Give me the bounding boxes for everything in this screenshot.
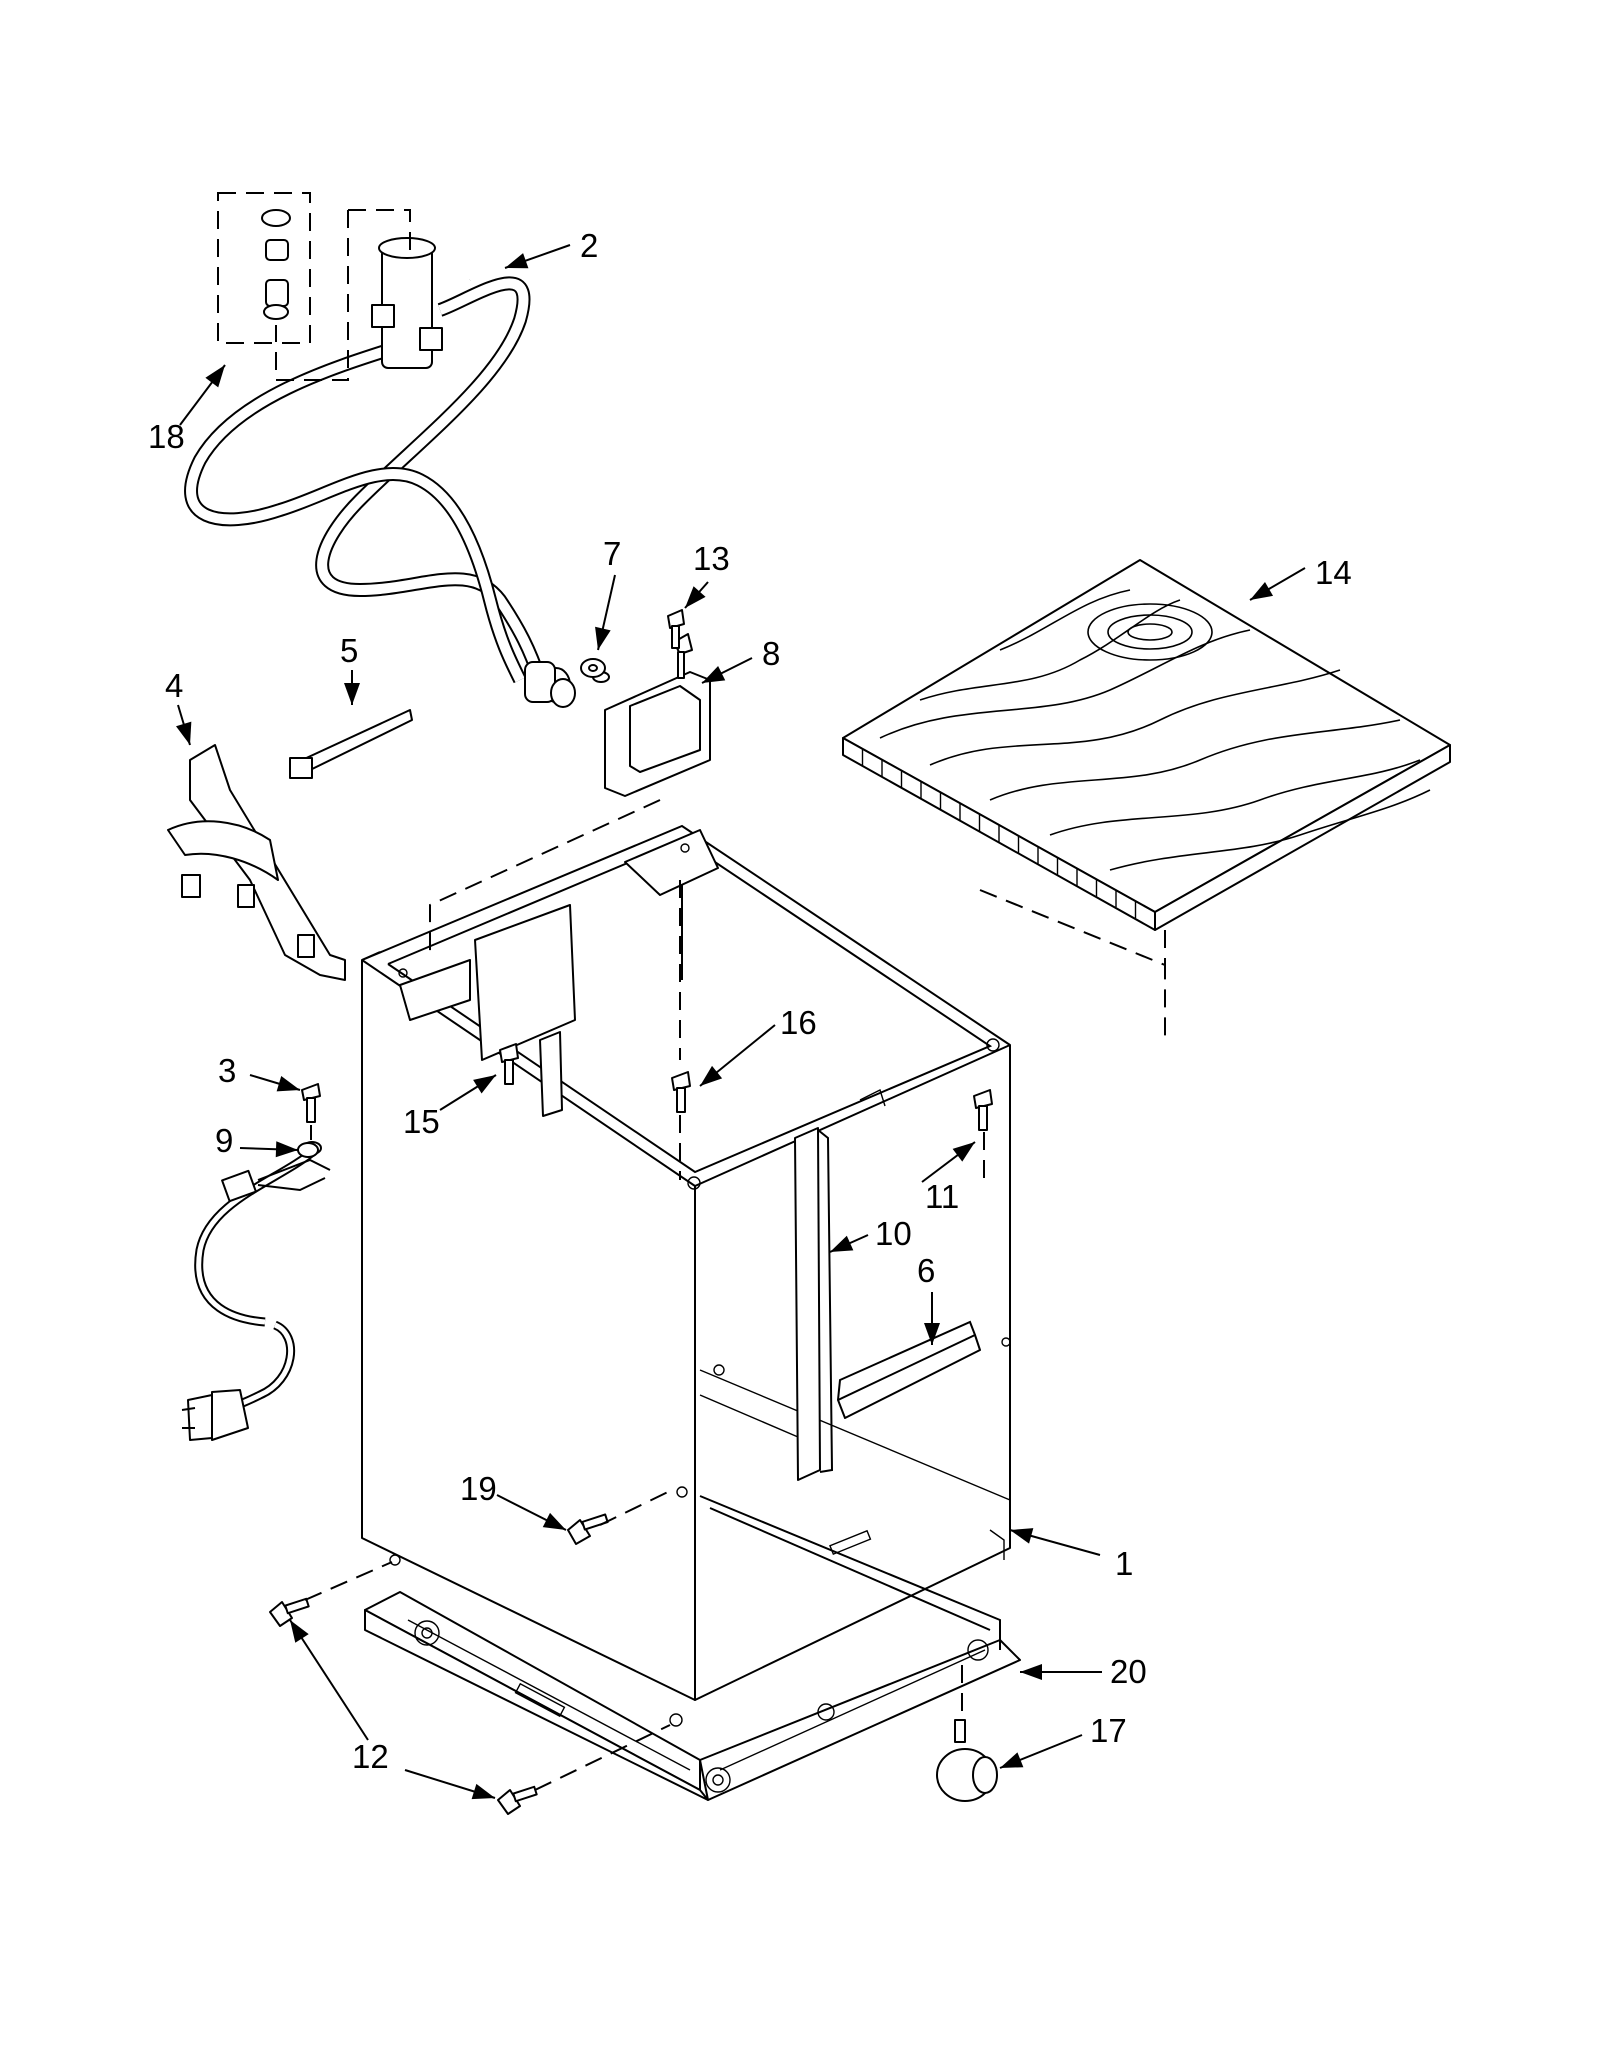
leader-arrowhead-12a (290, 1620, 309, 1643)
callout-labels: 1 2 3 4 5 6 7 8 9 10 11 12 13 14 15 16 1… (148, 227, 1352, 1775)
callout-10: 10 (875, 1215, 912, 1252)
leader-arrowhead-16 (700, 1065, 723, 1086)
leader-arrowhead-15 (473, 1075, 496, 1094)
assembly-dashes (304, 799, 1166, 1791)
screw-13 (667, 609, 685, 649)
callout-5: 5 (340, 632, 358, 669)
cabinet (361, 824, 1011, 1727)
washer-7 (580, 658, 606, 678)
caster (936, 1719, 998, 1802)
leader-arrowhead-9 (275, 1141, 298, 1158)
callout-12: 12 (352, 1738, 389, 1775)
rear-bracket (794, 1127, 834, 1481)
cable-tie (289, 709, 413, 779)
callout-18: 18 (148, 418, 185, 455)
leaders (176, 244, 1306, 1800)
callout-1: 1 (1115, 1545, 1133, 1582)
hose-bracket (592, 633, 711, 797)
inlet-kit (217, 192, 411, 381)
screw-12b (497, 1785, 538, 1815)
callout-20: 20 (1110, 1653, 1147, 1690)
screw-3 (301, 1083, 321, 1123)
base-frame (364, 1495, 1021, 1801)
leader-arrowhead-18 (205, 365, 225, 388)
leader-line-12a (289, 1619, 369, 1741)
leader-arrowhead-10 (830, 1235, 854, 1252)
callout-19: 19 (460, 1470, 497, 1507)
callout-7: 7 (603, 535, 621, 572)
screw-12a (269, 1597, 310, 1627)
inlet-hose-assembly (184, 237, 576, 708)
callout-17: 17 (1090, 1712, 1127, 1749)
callout-11: 11 (925, 1178, 959, 1215)
callout-16: 16 (780, 1004, 817, 1041)
console-support (167, 744, 346, 981)
leader-arrowhead-12b (471, 1783, 495, 1800)
screw-19 (567, 1513, 609, 1545)
screws (269, 609, 993, 1815)
worktop (842, 559, 1451, 931)
callout-13: 13 (693, 540, 730, 577)
callout-9: 9 (215, 1122, 233, 1159)
leader-arrowhead-11 (952, 1142, 975, 1162)
leader-arrowhead-19 (542, 1512, 566, 1530)
callout-6: 6 (917, 1252, 935, 1289)
callout-3: 3 (218, 1052, 236, 1089)
leader-arrowhead-5 (344, 683, 360, 705)
leader-arrowhead-7 (595, 626, 611, 650)
callout-14: 14 (1315, 554, 1352, 591)
washer-9 (297, 1142, 319, 1158)
screw-11 (973, 1089, 993, 1131)
callout-15: 15 (403, 1103, 440, 1140)
leader-arrowhead-13 (685, 586, 706, 608)
screw-15 (499, 1043, 519, 1085)
leader-arrowhead-6 (924, 1323, 940, 1345)
leader-arrowhead-20 (1020, 1664, 1042, 1680)
callout-8: 8 (762, 635, 780, 672)
leader-arrowhead-14 (1250, 582, 1274, 600)
screw-16 (671, 1071, 691, 1113)
callout-4: 4 (165, 667, 183, 704)
leader-arrowhead-3 (276, 1076, 300, 1092)
brace (837, 1320, 981, 1419)
power-cord (181, 1141, 331, 1441)
callout-2: 2 (580, 227, 598, 264)
leader-arrowhead-8 (702, 666, 726, 683)
leader-arrowhead-1 (1010, 1528, 1034, 1544)
leader-arrowhead-4 (176, 721, 192, 745)
leader-arrowhead-2 (505, 253, 529, 269)
leader-arrowhead-17 (1000, 1752, 1024, 1768)
